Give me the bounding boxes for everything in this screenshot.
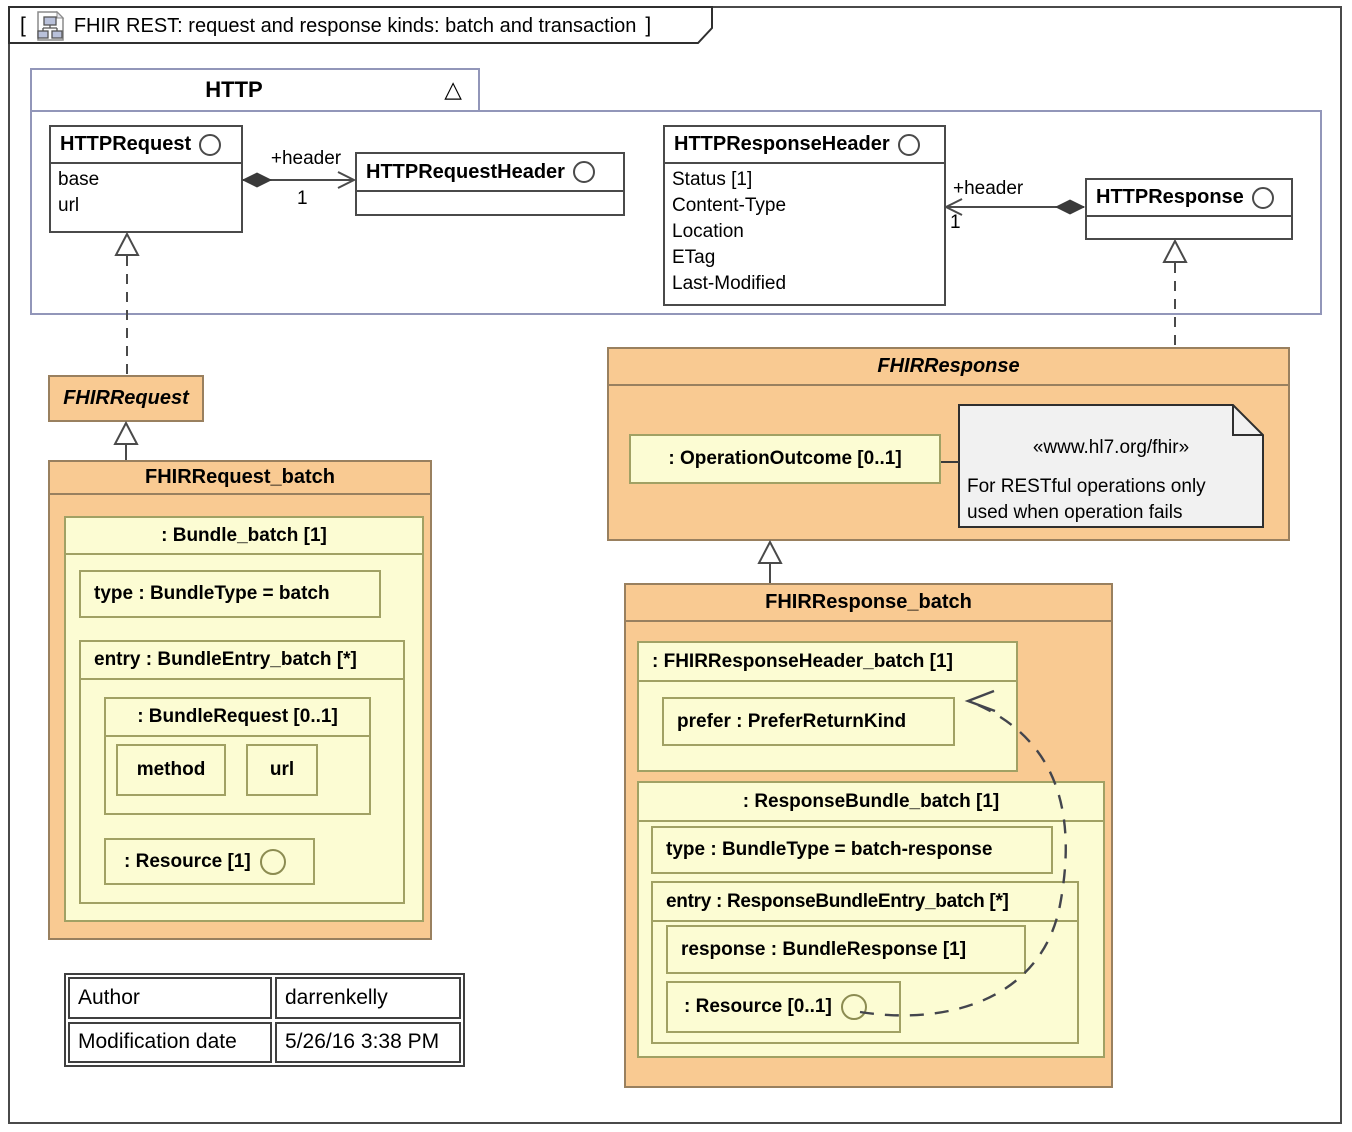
class-name: HTTPRequestHeader [366, 160, 565, 183]
attribute: Content-Type [672, 195, 787, 216]
title-tab-shape [8, 6, 713, 44]
part-name: : BundleRequest [0..1] [137, 706, 338, 727]
part-name: entry : BundleEntry_batch [*] [94, 649, 357, 670]
part-name: : Resource [0..1] [684, 996, 832, 1017]
http-frame-tab[interactable]: HTTP △ [30, 68, 480, 112]
part-name: type : BundleType = batch-response [666, 839, 993, 860]
part-bundle-type[interactable]: type : BundleType = batch [79, 570, 381, 618]
part-operation-outcome[interactable]: : OperationOutcome [0..1] [629, 434, 941, 484]
diagram-title: FHIR REST: request and response kinds: b… [73, 15, 637, 37]
part-name: response : BundleResponse [1] [681, 938, 967, 960]
info-label: Modification date [68, 1021, 272, 1063]
class-http-response-header[interactable]: HTTPResponseHeader Status [1] Content-Ty… [663, 125, 946, 306]
part-name: entry : ResponseBundleEntry_batch [*] [666, 890, 1009, 912]
class-http-request-header[interactable]: HTTPRequestHeader [355, 152, 625, 216]
assoc-multiplicity: 1 [297, 188, 308, 209]
info-label: Author [68, 977, 272, 1019]
class-circle-icon [199, 133, 222, 156]
info-table: Author darrenkelly Modification date 5/2… [64, 973, 465, 1067]
part-method[interactable]: method [116, 744, 226, 796]
class-circle-icon [1251, 186, 1274, 209]
part-name: type : BundleType = batch [94, 583, 330, 604]
block-name: FHIRRequest [63, 387, 189, 409]
attribute: base [58, 169, 100, 190]
note-text: For RESTful operations only [967, 476, 1206, 497]
diagram-title-tab[interactable]: [ FHIR REST: request and response kinds:… [8, 6, 714, 45]
block-name: FHIRRequest_batch [144, 466, 336, 488]
note-shape [958, 404, 1264, 528]
resource-circle-icon [840, 994, 867, 1020]
attribute: ETag [672, 247, 716, 268]
part-name: : FHIRResponseHeader_batch [1] [652, 650, 953, 672]
part-prefer[interactable]: prefer : PreferReturnKind [662, 697, 955, 746]
part-name: : OperationOutcome [0..1] [668, 448, 902, 469]
block-fhir-request[interactable]: FHIRRequest [48, 375, 204, 422]
resource-circle-icon [259, 848, 286, 875]
assoc-role-label: +header [270, 148, 342, 169]
note[interactable]: «www.hl7.org/fhir» For RESTful operation… [958, 404, 1264, 528]
part-name: : ResponseBundle_batch [1] [742, 790, 1000, 812]
part-url[interactable]: url [246, 744, 318, 796]
part-response-bundle-type[interactable]: type : BundleType = batch-response [651, 826, 1053, 874]
class-name: HTTPResponseHeader [674, 133, 890, 155]
attribute: url [58, 195, 80, 216]
http-frame[interactable] [30, 110, 1322, 315]
class-http-response[interactable]: HTTPResponse [1085, 178, 1293, 240]
class-name: HTTPRequest [60, 133, 192, 155]
assoc-multiplicity: 1 [950, 212, 961, 233]
attribute: Last-Modified [672, 273, 787, 294]
part-name: : Resource [1] [124, 850, 251, 872]
part-bundle-response[interactable]: response : BundleResponse [1] [666, 925, 1026, 974]
part-resource[interactable]: : Resource [1] [104, 838, 315, 885]
part-resource-optional[interactable]: : Resource [0..1] [666, 981, 901, 1033]
class-http-request[interactable]: HTTPRequest base url [49, 125, 243, 233]
note-text: used when operation fails [967, 502, 1183, 523]
attribute: Location [672, 221, 744, 242]
part-name: method [136, 759, 206, 780]
assoc-role-label: +header [953, 178, 1024, 199]
info-value: 5/26/16 3:38 PM [275, 1021, 461, 1063]
block-name: FHIRResponse_batch [765, 591, 972, 613]
class-name: HTTPResponse [1096, 186, 1244, 208]
part-name: : Bundle_batch [1] [161, 524, 327, 546]
http-frame-name: HTTP [205, 77, 263, 102]
class-circle-icon [572, 161, 595, 183]
attribute: Status [1] [672, 169, 753, 190]
title-open-bracket: [ [20, 14, 26, 37]
class-diagram-icon [37, 10, 65, 41]
info-value: darrenkelly [275, 977, 461, 1019]
class-circle-icon [897, 133, 920, 156]
block-name: FHIRResponse [877, 355, 1020, 377]
collapse-triangle-icon[interactable]: △ [444, 76, 462, 102]
note-stereotype: «www.hl7.org/fhir» [1032, 437, 1190, 458]
part-name: url [269, 759, 295, 780]
part-name: prefer : PreferReturnKind [677, 710, 907, 732]
title-close-bracket: ] [645, 14, 652, 37]
